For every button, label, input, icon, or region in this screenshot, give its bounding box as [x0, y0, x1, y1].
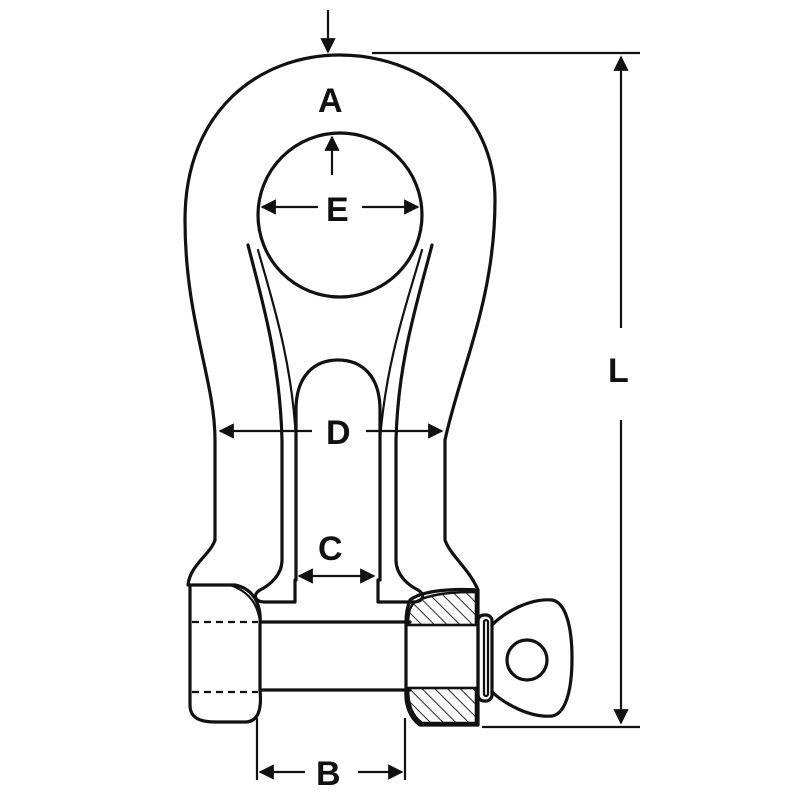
pin-eye-hole [505, 638, 549, 682]
label-d: D [326, 414, 351, 452]
pin-eye-tab [490, 598, 574, 718]
right-leg-inner-line [378, 248, 424, 582]
pin [258, 620, 412, 692]
label-l: L [608, 352, 629, 390]
bow-outer-outline [183, 53, 497, 592]
left-lug-edge [228, 583, 262, 624]
dimension-d: D [218, 414, 444, 452]
right-inner-leg [376, 243, 434, 604]
pin-collar-inner [482, 618, 490, 698]
right-lug-hatch-bottom [406, 686, 478, 725]
left-lug-outline [188, 583, 263, 724]
label-e: E [326, 191, 349, 229]
left-shoulder [186, 538, 217, 587]
inner-arch [294, 358, 382, 582]
right-lug [404, 587, 480, 727]
dimension-a: A [318, 10, 343, 175]
shackle-body [183, 53, 497, 604]
pin-head [476, 598, 574, 718]
left-lug [188, 583, 263, 724]
eye-circle [256, 131, 424, 299]
right-lug-outline [404, 587, 480, 727]
dimension-c: C [297, 530, 376, 584]
label-a: A [318, 82, 343, 120]
dimension-e: E [260, 191, 420, 229]
label-c: C [318, 530, 343, 568]
pin-collar-outer [476, 613, 494, 703]
label-b: B [316, 755, 341, 793]
dimension-b: B [255, 718, 407, 793]
left-leg-inner-line [256, 248, 298, 582]
dimension-l: L [372, 51, 640, 729]
